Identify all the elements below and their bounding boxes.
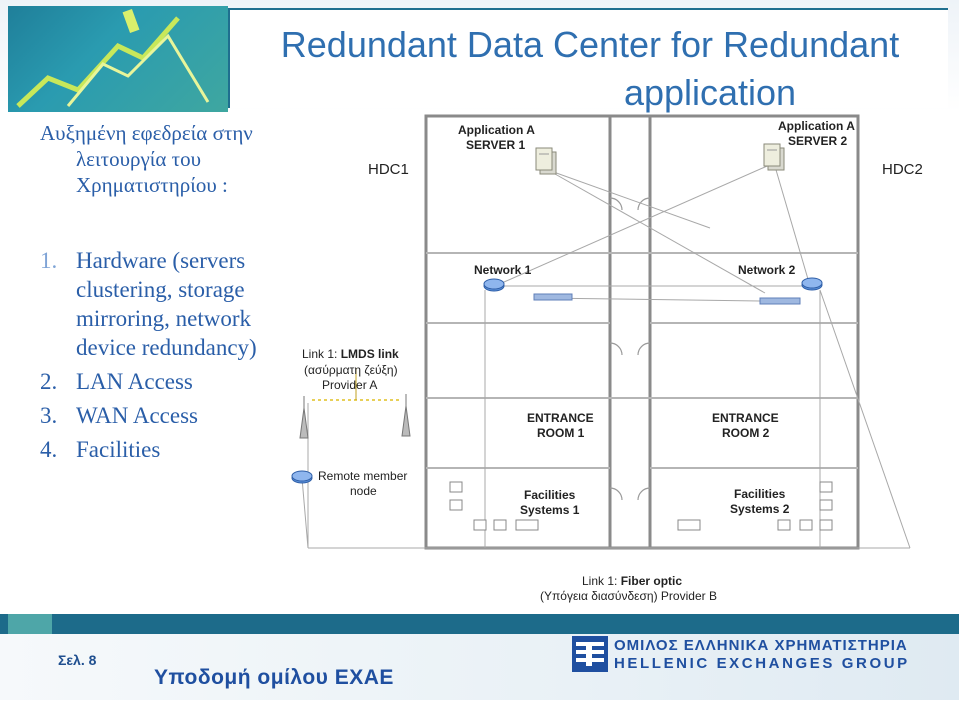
title-panel: Redundant Data Center for Redundant appl… bbox=[230, 10, 948, 113]
facility-icon bbox=[449, 481, 463, 493]
page-title-line-2: application bbox=[623, 72, 797, 113]
facility-icon bbox=[819, 519, 833, 531]
bullet-number: 1. bbox=[40, 248, 58, 273]
facility-icon bbox=[473, 519, 487, 531]
facility-icon bbox=[799, 519, 813, 531]
logo-chart-graphic bbox=[8, 6, 228, 112]
router-2-icon bbox=[801, 277, 823, 291]
footer-bottom-strip bbox=[0, 700, 959, 710]
bullet-number: 4. bbox=[40, 437, 58, 462]
link-1-label-line-2: (ασύρματη ζεύξη) bbox=[304, 363, 398, 377]
facility-icon bbox=[493, 519, 507, 531]
antenna-right-icon bbox=[401, 394, 411, 437]
facility-icon bbox=[677, 519, 701, 531]
hdc2-label: HDC2 bbox=[882, 161, 923, 178]
bullet-text-line: device redundancy) bbox=[76, 335, 257, 360]
link-1-label-line-1: Link 1: LMDS link bbox=[302, 347, 399, 361]
bullet-text-line: WAN Access bbox=[76, 403, 198, 428]
network-2-label: Network 2 bbox=[738, 263, 796, 277]
company-name-english: HELLENIC EXCHANGES GROUP bbox=[614, 655, 910, 672]
facilities-1-label-line-1: Facilities bbox=[524, 488, 576, 502]
facility-icon bbox=[449, 499, 463, 511]
network-1-label: Network 1 bbox=[474, 263, 532, 277]
link-2-label-prefix: Link 1: bbox=[582, 574, 621, 588]
facility-icon bbox=[819, 499, 833, 511]
facility-icon bbox=[819, 481, 833, 493]
server-2-icon bbox=[763, 143, 785, 171]
bullet-list: 1. Hardware (servers clustering, storage… bbox=[40, 246, 340, 464]
remote-router-icon bbox=[291, 470, 313, 484]
bullet-text-line: Hardware (servers bbox=[76, 248, 246, 273]
server-2-label-line-2: SERVER 2 bbox=[788, 134, 847, 148]
corridor-outline bbox=[608, 114, 652, 550]
facility-icon bbox=[515, 519, 539, 531]
page-title-line-1: Redundant Data Center for Redundant bbox=[280, 24, 900, 65]
server-1-label-line-2: SERVER 1 bbox=[466, 138, 525, 152]
link-1-label-line-3: Provider A bbox=[322, 378, 377, 392]
footer-band bbox=[0, 634, 959, 700]
facilities-1-label-line-2: Systems 1 bbox=[520, 503, 580, 517]
footer-accent-square bbox=[8, 614, 52, 634]
subtitle-line: Αυξημένη εφεδρεία στην bbox=[40, 121, 253, 145]
entrance-room-2-label-line-2: ROOM 2 bbox=[722, 426, 770, 440]
server-2-label-line-1: Application A bbox=[778, 119, 855, 133]
facility-icon bbox=[777, 519, 791, 531]
link-2-label-line-2: (Υπόγεια διασύνδεση) Provider B bbox=[540, 589, 717, 603]
bullet-item: 2. LAN Access bbox=[40, 367, 340, 396]
server-1-icon bbox=[535, 147, 557, 175]
bullet-item: 3. WAN Access bbox=[40, 401, 340, 430]
bullet-number: 3. bbox=[40, 403, 58, 428]
entrance-room-1-label-line-2: ROOM 1 bbox=[537, 426, 585, 440]
link-1-label-bold: LMDS link bbox=[341, 347, 399, 361]
bullet-number: 2. bbox=[40, 369, 58, 394]
bullet-text-line: Facilities bbox=[76, 437, 161, 462]
hdc1-label: HDC1 bbox=[368, 161, 409, 178]
data-center-diagram: HDC1 HDC2 Application A SERVER 1 Applica… bbox=[291, 114, 923, 603]
remote-node-label-line-1: Remote member bbox=[318, 469, 407, 483]
entrance-room-2-label-line-1: ENTRANCE bbox=[712, 411, 779, 425]
link-1-label-prefix: Link 1: bbox=[302, 347, 341, 361]
footer-title: Υποδομή ομίλου ΕΧΑΕ bbox=[154, 666, 394, 689]
router-1-icon bbox=[483, 278, 505, 292]
remote-node-label-line-2: node bbox=[350, 484, 377, 498]
link-2-label-bold: Fiber optic bbox=[621, 574, 683, 588]
switch-1-icon bbox=[533, 293, 573, 301]
slide-number: Σελ. 8 bbox=[58, 652, 97, 668]
title-area: Redundant Data Center for Redundant appl… bbox=[228, 8, 948, 113]
company-name-greek: ΟΜΙΛΟΣ ΕΛΛΗΝΙΚΑ ΧΡΗΜΑΤΙΣΤΗΡΙΑ bbox=[614, 637, 908, 654]
hellenic-exchanges-logo-icon bbox=[572, 636, 608, 672]
subtitle-line: Χρηματιστηρίου : bbox=[76, 173, 228, 197]
server-1-label-line-1: Application A bbox=[458, 123, 535, 137]
bullet-text-line: clustering, storage bbox=[76, 277, 245, 302]
footer-top-bar bbox=[0, 614, 959, 634]
bullet-item: 1. Hardware (servers clustering, storage… bbox=[40, 246, 340, 362]
facilities-2-label-line-1: Facilities bbox=[734, 487, 786, 501]
entrance-room-1-label-line-1: ENTRANCE bbox=[527, 411, 594, 425]
bullet-text-line: mirroring, network bbox=[76, 306, 252, 331]
bullet-text-line: LAN Access bbox=[76, 369, 193, 394]
facilities-2-label-line-2: Systems 2 bbox=[730, 502, 790, 516]
bullet-item: 4. Facilities bbox=[40, 435, 340, 464]
logo-chart-icon bbox=[16, 8, 210, 108]
switch-2-icon bbox=[759, 297, 801, 305]
subtitle: Αυξημένη εφεδρεία στην λειτουργία του Χρ… bbox=[40, 120, 340, 198]
link-2-label-line-1: Link 1: Fiber optic bbox=[582, 574, 682, 588]
antenna-left-icon bbox=[299, 396, 309, 439]
subtitle-line: λειτουργία του bbox=[76, 147, 201, 171]
